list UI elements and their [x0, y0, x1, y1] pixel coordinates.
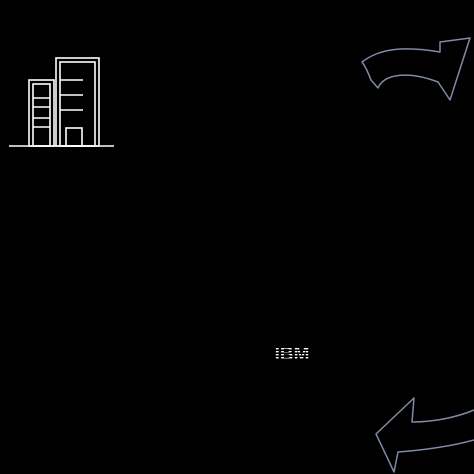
ibm-logo: IBM [268, 344, 316, 362]
ibm-logo-text: IBM [275, 344, 310, 362]
